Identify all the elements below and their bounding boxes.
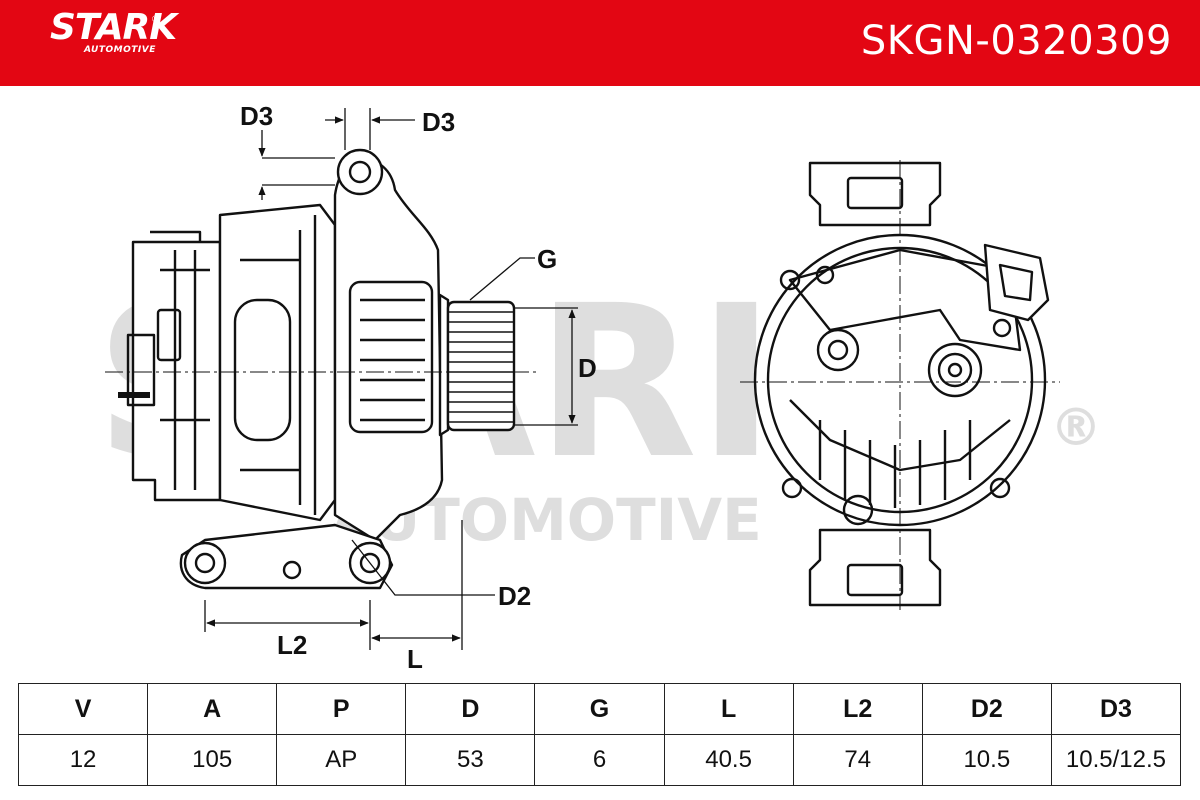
brand-logo: STARK AUTOMOTIVE bbox=[50, 7, 177, 56]
watermark-registered: ® bbox=[1050, 398, 1102, 458]
dimension-labels: D3 D3 G D D2 L2 L bbox=[240, 101, 597, 674]
spec-value-l: 40.5 bbox=[663, 734, 794, 786]
label-d3-left: D3 bbox=[240, 101, 273, 131]
label-d2: D2 bbox=[498, 581, 531, 611]
brand-name: STARK bbox=[50, 7, 177, 48]
spec-header-p: P bbox=[276, 683, 407, 735]
spec-header-row: V A P D G L L2 D2 D3 bbox=[17, 683, 1182, 735]
spec-header-g: G bbox=[534, 683, 665, 735]
spec-value-l2: 74 bbox=[792, 734, 923, 786]
label-d: D bbox=[578, 353, 597, 383]
spec-value-d: 53 bbox=[405, 734, 536, 786]
label-g: G bbox=[537, 244, 557, 274]
spec-header-d3: D3 bbox=[1050, 683, 1182, 735]
alternator-side-view bbox=[118, 148, 516, 590]
spec-value-a: 105 bbox=[147, 734, 278, 786]
spec-value-v: 12 bbox=[17, 734, 149, 786]
spec-header-d2: D2 bbox=[921, 683, 1052, 735]
spec-value-row: 12 105 AP 53 6 40.5 74 10.5 10.5/12.5 bbox=[17, 734, 1182, 786]
label-l2: L2 bbox=[277, 630, 307, 660]
spec-value-d3: 10.5/12.5 bbox=[1050, 734, 1182, 786]
spec-table: V A P D G L L2 D2 D3 12 105 AP 53 6 40.5… bbox=[17, 683, 1182, 786]
spec-header-a: A bbox=[147, 683, 278, 735]
alternator-front-view bbox=[753, 161, 1050, 607]
spec-header-d: D bbox=[405, 683, 536, 735]
label-d3-right: D3 bbox=[422, 107, 455, 137]
label-l: L bbox=[407, 644, 423, 674]
spec-header-l2: L2 bbox=[792, 683, 923, 735]
technical-drawing: STARK AUTOMOTIVE ® bbox=[95, 101, 1102, 674]
dimension-lines bbox=[204, 108, 578, 650]
spec-value-d2: 10.5 bbox=[921, 734, 1052, 786]
header-bar: STARK AUTOMOTIVE ® SKGN-0320309 bbox=[0, 0, 1200, 86]
registered-mark: ® bbox=[152, 14, 159, 24]
spec-header-l: L bbox=[663, 683, 794, 735]
spec-header-v: V bbox=[17, 683, 149, 735]
spec-value-g: 6 bbox=[534, 734, 665, 786]
spec-value-p: AP bbox=[276, 734, 407, 786]
brand-subtitle: AUTOMOTIVE bbox=[84, 45, 156, 55]
part-code: SKGN-0320309 bbox=[860, 18, 1172, 64]
